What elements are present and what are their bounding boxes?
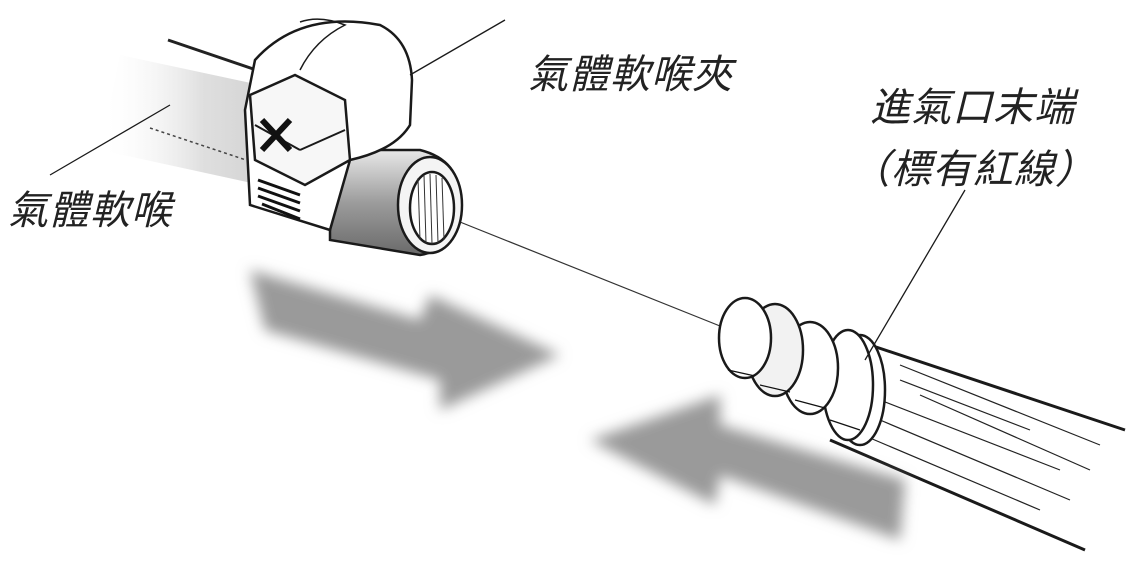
inlet-end — [717, 296, 1130, 555]
label-hose-clamp: 氣體軟喉夾 — [528, 52, 733, 98]
alignment-line — [454, 219, 731, 331]
push-arrow-right — [250, 270, 560, 410]
label-red-line-note: （標有紅線） — [850, 147, 1096, 193]
label-inlet-end: 進氣口末端 — [870, 85, 1075, 131]
leader-line-gas-hose — [49, 104, 171, 176]
label-gas-hose: 氣體軟喉 — [8, 188, 172, 234]
leader-line-inlet-end — [864, 189, 966, 361]
hose-clamp — [243, 18, 464, 257]
push-arrow-left — [590, 395, 905, 540]
leader-line-hose-clamp — [409, 19, 506, 76]
